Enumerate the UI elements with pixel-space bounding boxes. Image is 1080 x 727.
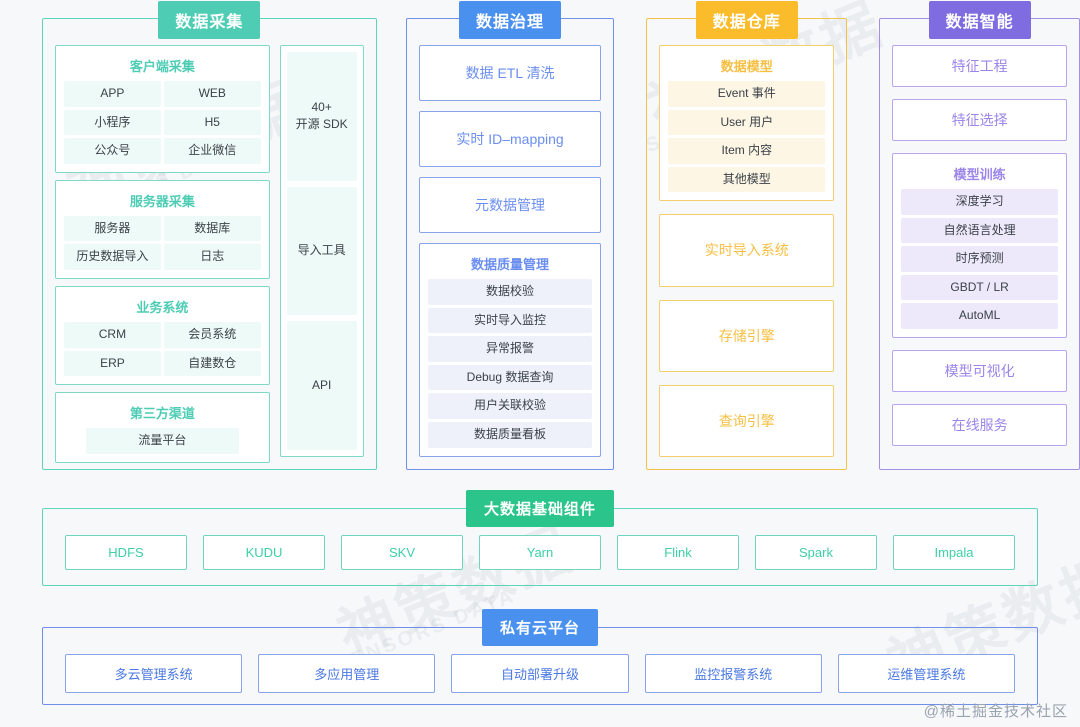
band-item-multi-app-management[interactable]: 多应用管理 bbox=[258, 654, 436, 693]
block-feature-selection[interactable]: 特征选择 bbox=[892, 99, 1067, 141]
group-title: 模型训练 bbox=[953, 167, 1006, 182]
cell-gbdt-lr[interactable]: GBDT / LR bbox=[901, 274, 1058, 301]
group-server-collection: 服务器采集 服务器 数据库 历史数据导入 日志 bbox=[55, 179, 270, 279]
cell-debug-data-query[interactable]: Debug 数据查询 bbox=[427, 364, 593, 391]
band-item-auto-deploy-upgrade[interactable]: 自动部署升级 bbox=[451, 654, 629, 693]
cell-official-account[interactable]: 公众号 bbox=[64, 138, 161, 164]
band-item-kudu[interactable]: KUDU bbox=[203, 535, 325, 570]
cell-item[interactable]: Item 内容 bbox=[668, 138, 826, 164]
cell-time-series-forecast[interactable]: 时序预测 bbox=[901, 246, 1058, 272]
cell-app[interactable]: APP bbox=[64, 81, 161, 107]
band-item-hdfs[interactable]: HDFS bbox=[65, 535, 187, 570]
group-model-training: 模型训练 深度学习 自然语言处理 时序预测 GBDT / LR AutoML bbox=[892, 153, 1067, 338]
panel-data-collection: 数据采集 客户端采集 APP WEB 小程序 H5 公众号 企业微信 bbox=[42, 1, 377, 470]
group-title: 客户端采集 bbox=[129, 59, 195, 74]
block-feature-engineering[interactable]: 特征工程 bbox=[892, 45, 1067, 87]
cell-mini-program[interactable]: 小程序 bbox=[64, 109, 161, 136]
cell-nlp[interactable]: 自然语言处理 bbox=[901, 217, 1058, 244]
group-data-model: 数据模型 Event 事件 User 用户 Item 内容 其他模型 bbox=[659, 45, 835, 202]
group-data-quality-management: 数据质量管理 数据校验 实时导入监控 异常报警 Debug 数据查询 用户关联校… bbox=[418, 243, 602, 457]
architecture-top-row: 数据采集 客户端采集 APP WEB 小程序 H5 公众号 企业微信 bbox=[42, 0, 1080, 490]
collection-groups: 客户端采集 APP WEB 小程序 H5 公众号 企业微信 服务器采集 bbox=[55, 45, 270, 463]
band-title-bigdata-components: 大数据基础组件 bbox=[465, 490, 615, 527]
column-data-collection: 数据采集 客户端采集 APP WEB 小程序 H5 公众号 企业微信 bbox=[42, 0, 377, 490]
column-data-intelligence: 数据智能 特征工程 特征选择 模型训练 深度学习 自然语言处理 时序预测 GBD… bbox=[879, 0, 1080, 490]
group-client-collection: 客户端采集 APP WEB 小程序 H5 公众号 企业微信 bbox=[55, 45, 270, 173]
cell-crm[interactable]: CRM bbox=[64, 321, 161, 348]
band-title-private-cloud: 私有云平台 bbox=[481, 609, 599, 646]
cell-member-system[interactable]: 会员系统 bbox=[163, 321, 261, 348]
block-online-service[interactable]: 在线服务 bbox=[892, 403, 1067, 446]
cell-anomaly-alert[interactable]: 异常报警 bbox=[427, 336, 593, 362]
cell-traffic-platform[interactable]: 流量平台 bbox=[86, 428, 239, 454]
cell-deep-learning[interactable]: 深度学习 bbox=[901, 189, 1058, 215]
cell-wecom[interactable]: 企业微信 bbox=[163, 138, 261, 164]
block-data-etl-cleaning[interactable]: 数据 ETL 清洗 bbox=[418, 45, 602, 101]
band-item-monitoring-alerting[interactable]: 监控报警系统 bbox=[644, 654, 822, 693]
cell-data-validation[interactable]: 数据校验 bbox=[427, 279, 593, 305]
cell-self-built-warehouse[interactable]: 自建数仓 bbox=[163, 350, 261, 377]
cell-web[interactable]: WEB bbox=[163, 81, 261, 107]
band-private-cloud-platform: 私有云平台 多云管理系统 多应用管理 自动部署升级 监控报警系统 运维管理系统 bbox=[42, 609, 1038, 705]
panel-data-governance: 数据治理 数据 ETL 清洗 实时 ID–mapping 元数据管理 数据质量管… bbox=[405, 1, 615, 470]
band-item-multi-cloud-management[interactable]: 多云管理系统 bbox=[65, 654, 243, 693]
group-third-party-channel: 第三方渠道 流量平台 bbox=[55, 392, 270, 463]
panel-title-data-governance: 数据治理 bbox=[459, 1, 562, 39]
cell-log[interactable]: 日志 bbox=[163, 244, 261, 270]
panel-data-intelligence: 数据智能 特征工程 特征选择 模型训练 深度学习 自然语言处理 时序预测 GBD… bbox=[879, 1, 1080, 470]
band-item-spark[interactable]: Spark bbox=[755, 535, 877, 570]
credit-watermark: @稀土掘金技术社区 bbox=[923, 703, 1068, 720]
cell-realtime-import-monitor[interactable]: 实时导入监控 bbox=[427, 307, 593, 334]
band-item-skv[interactable]: SKV bbox=[341, 535, 463, 570]
group-title: 业务系统 bbox=[136, 299, 189, 315]
cell-user[interactable]: User 用户 bbox=[668, 109, 826, 136]
band-item-impala[interactable]: Impala bbox=[893, 535, 1015, 570]
band-item-flink[interactable]: Flink bbox=[617, 535, 739, 570]
collection-rail: 40+开源 SDK 导入工具 API bbox=[279, 45, 364, 457]
block-realtime-import-system[interactable]: 实时导入系统 bbox=[659, 214, 835, 287]
block-model-visualization[interactable]: 模型可视化 bbox=[892, 349, 1067, 392]
rail-label-sdk: 40+开源 SDK bbox=[295, 99, 348, 132]
block-query-engine[interactable]: 查询引擎 bbox=[659, 384, 835, 457]
cell-h5[interactable]: H5 bbox=[163, 109, 261, 136]
panel-data-warehouse: 数据仓库 数据模型 Event 事件 User 用户 Item 内容 其他模型 … bbox=[646, 1, 848, 470]
cell-history-import[interactable]: 历史数据导入 bbox=[64, 244, 161, 270]
cell-data-quality-dashboard[interactable]: 数据质量看板 bbox=[427, 421, 593, 448]
group-title: 第三方渠道 bbox=[129, 406, 195, 422]
group-title: 数据质量管理 bbox=[471, 257, 550, 272]
block-storage-engine[interactable]: 存储引擎 bbox=[659, 299, 835, 372]
panel-title-data-collection: 数据采集 bbox=[158, 1, 261, 39]
block-realtime-id-mapping[interactable]: 实时 ID–mapping bbox=[418, 111, 602, 167]
band-bigdata-components: 大数据基础组件 HDFS KUDU SKV Yarn Flink Spark I… bbox=[42, 490, 1038, 586]
cell-user-association-check[interactable]: 用户关联校验 bbox=[427, 393, 593, 419]
group-title: 数据模型 bbox=[720, 59, 773, 74]
group-title: 服务器采集 bbox=[129, 193, 195, 209]
column-data-governance: 数据治理 数据 ETL 清洗 实时 ID–mapping 元数据管理 数据质量管… bbox=[405, 0, 615, 490]
rail-open-source-sdk[interactable]: 40+开源 SDK bbox=[286, 52, 357, 181]
cell-database[interactable]: 数据库 bbox=[163, 215, 261, 242]
rail-api[interactable]: API bbox=[286, 321, 357, 451]
panel-title-data-intelligence: 数据智能 bbox=[928, 1, 1031, 39]
cell-other-model[interactable]: 其他模型 bbox=[668, 166, 826, 193]
block-metadata-management[interactable]: 元数据管理 bbox=[418, 177, 602, 233]
cell-automl[interactable]: AutoML bbox=[901, 303, 1058, 329]
cell-event[interactable]: Event 事件 bbox=[668, 81, 826, 107]
band-item-yarn[interactable]: Yarn bbox=[479, 535, 601, 570]
panel-title-data-warehouse: 数据仓库 bbox=[695, 1, 798, 39]
band-item-ops-management[interactable]: 运维管理系统 bbox=[837, 654, 1016, 693]
rail-import-tool[interactable]: 导入工具 bbox=[286, 186, 357, 316]
column-data-warehouse: 数据仓库 数据模型 Event 事件 User 用户 Item 内容 其他模型 … bbox=[646, 0, 848, 490]
cell-erp[interactable]: ERP bbox=[64, 350, 161, 377]
group-business-system: 业务系统 CRM 会员系统 ERP 自建数仓 bbox=[55, 285, 270, 386]
cell-server[interactable]: 服务器 bbox=[64, 215, 161, 242]
